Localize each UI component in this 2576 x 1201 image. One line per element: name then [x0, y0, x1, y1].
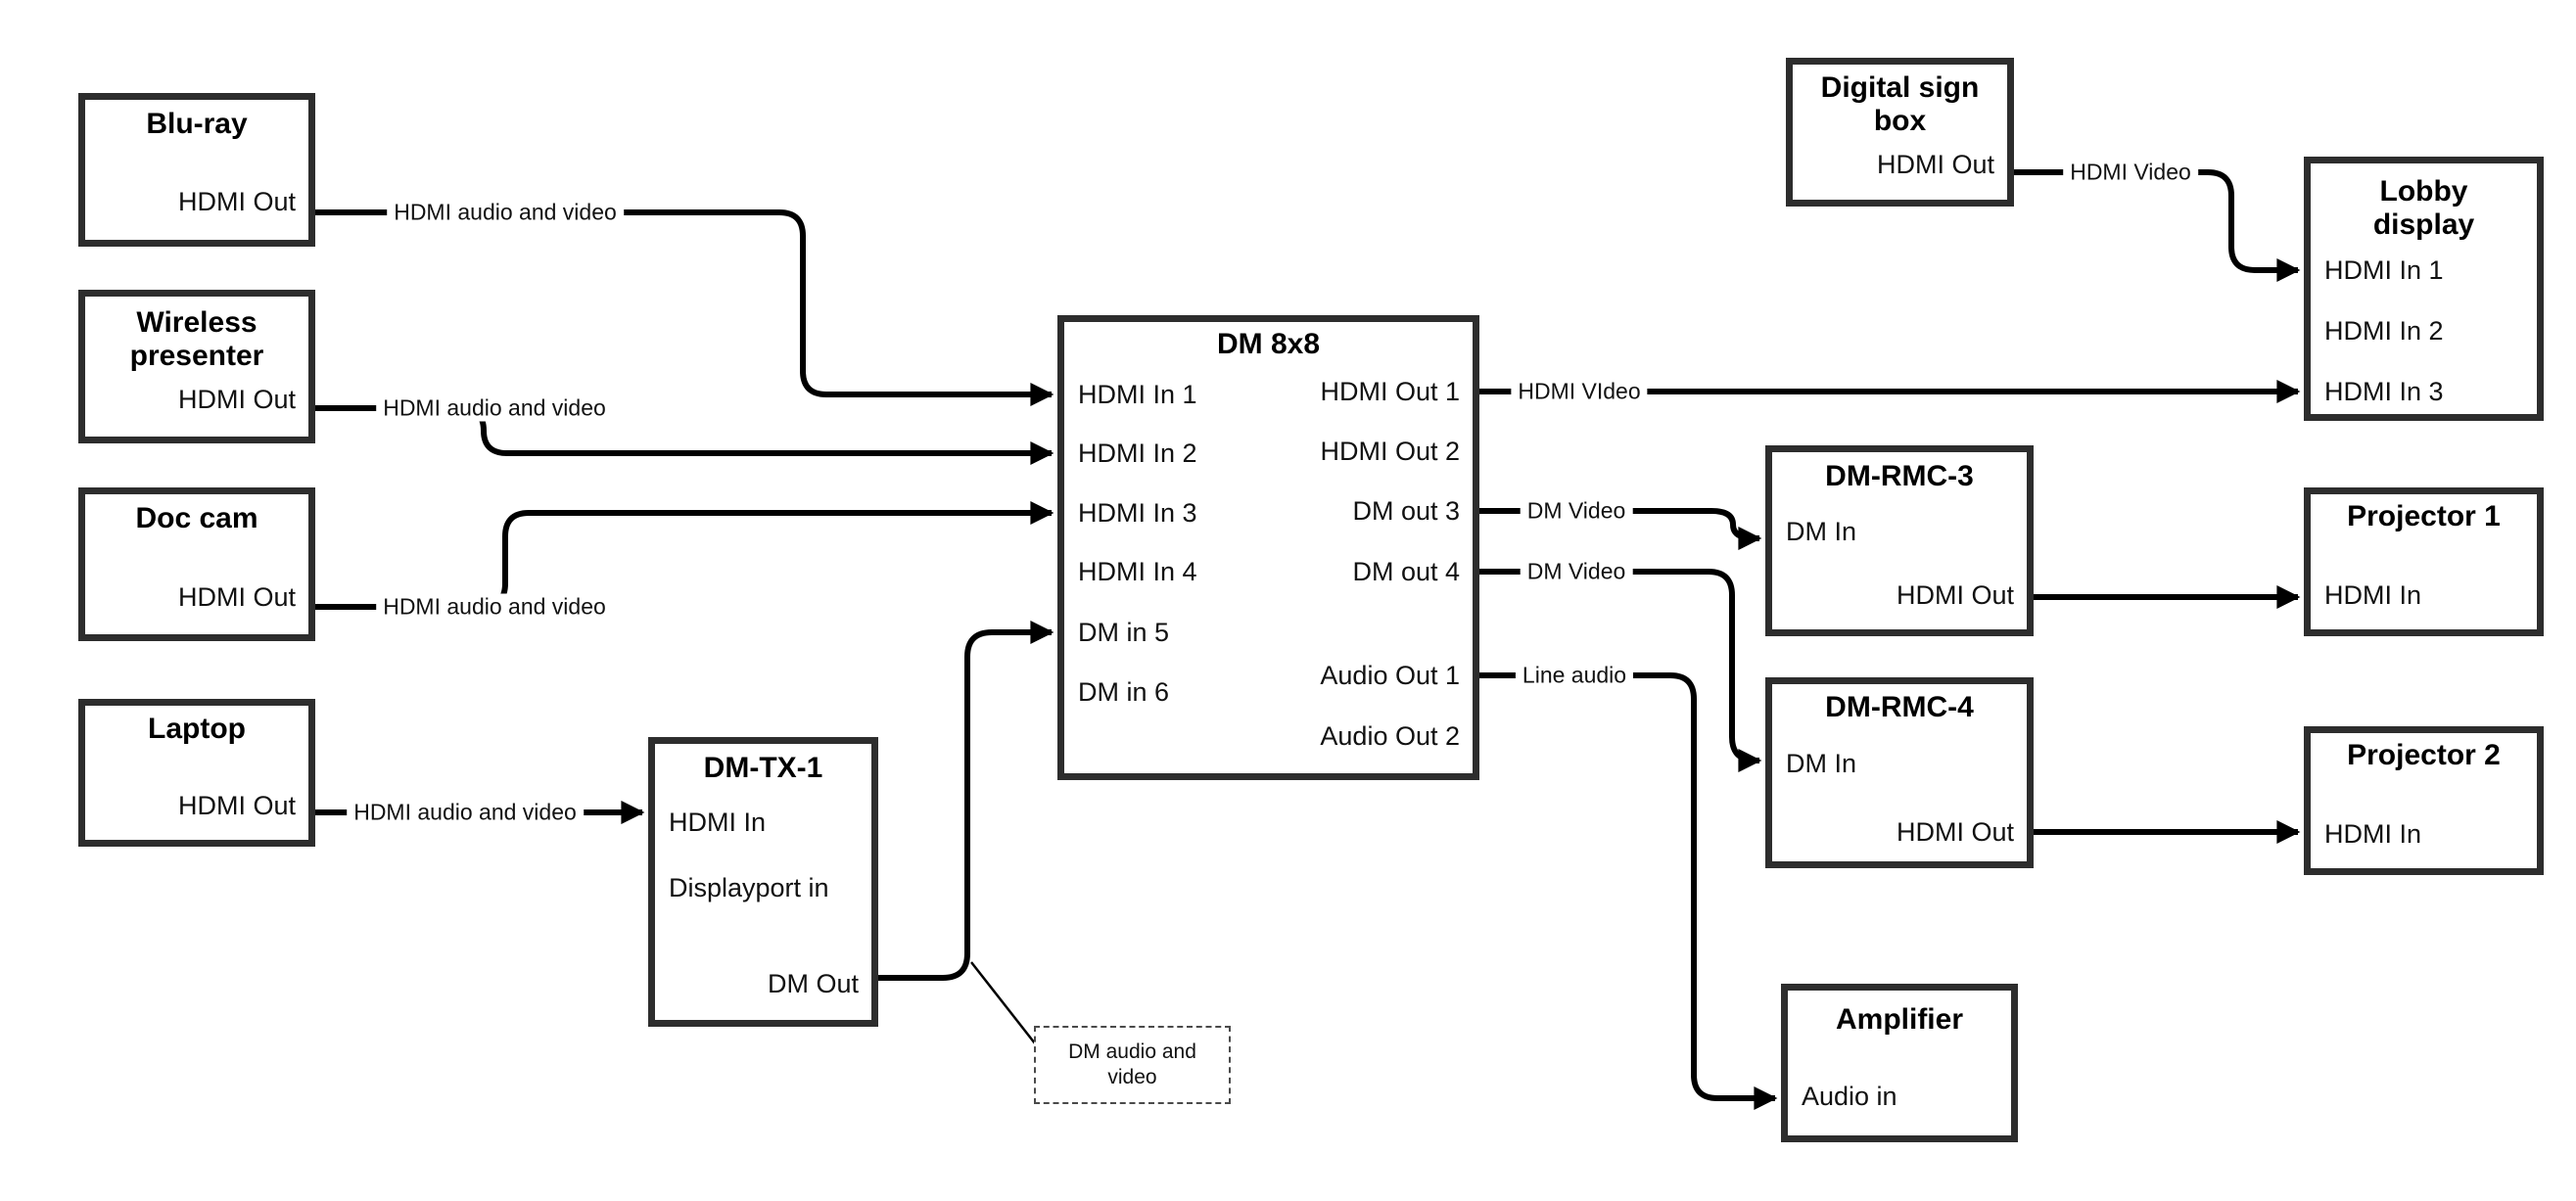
port-lobby-hdmi-in-1: HDMI In 1: [2324, 255, 2444, 285]
port-bluray-hdmi-out: HDMI Out: [177, 187, 296, 216]
port-rmc4-hdmi-out: HDMI Out: [1896, 817, 2014, 847]
port-dmtx1-displayport-in: Displayport in: [669, 873, 829, 902]
wire-label-line-audio: Line audio: [1515, 662, 1634, 689]
port-dm8x8-audio-out-1: Audio Out 1: [1320, 661, 1460, 690]
node-title: Lobby display: [2372, 175, 2475, 241]
node-title: Digital sign box: [1820, 71, 1980, 137]
wire-label-wireless-hdmi-av: HDMI audio and video: [376, 394, 613, 422]
node-title: DM-RMC-4: [1825, 691, 1974, 723]
node-lobby-display: Lobby display HDMI In 1 HDMI In 2 HDMI I…: [2304, 157, 2544, 421]
port-dm8x8-hdmi-in-4: HDMI In 4: [1078, 557, 1197, 586]
port-dm8x8-hdmi-in-3: HDMI In 3: [1078, 498, 1197, 528]
port-laptop-hdmi-out: HDMI Out: [177, 791, 296, 820]
wire-dm8x8-aout1-to-amp: [1479, 672, 1778, 1110]
node-doc-cam: Doc cam HDMI Out: [78, 487, 315, 641]
port-dmtx1-dm-out: DM Out: [767, 969, 859, 998]
port-dm8x8-hdmi-out-2: HDMI Out 2: [1320, 437, 1460, 466]
port-rmc3-dm-in: DM In: [1786, 517, 1857, 546]
wire-label-dm-video-out4: DM Video: [1520, 558, 1633, 585]
port-rmc4-dm-in: DM In: [1786, 749, 1857, 778]
wire-label-laptop-hdmi-av: HDMI audio and video: [347, 799, 584, 826]
node-title: Wireless presenter: [129, 306, 264, 372]
port-signbox-hdmi-out: HDMI Out: [1876, 150, 1994, 179]
wire-label-doccam-hdmi-av: HDMI audio and video: [376, 593, 613, 621]
port-dmtx1-hdmi-in: HDMI In: [669, 808, 767, 837]
port-dm8x8-hdmi-out-1: HDMI Out 1: [1320, 377, 1460, 406]
wire-dmtx1-to-dm8x8-in5: [878, 621, 1054, 981]
port-wireless-hdmi-out: HDMI Out: [177, 385, 296, 414]
wire-bluray-to-dm8x8-in1: [315, 209, 1054, 406]
node-title: DM 8x8: [1216, 328, 1321, 360]
node-title: Blu-ray: [146, 108, 248, 140]
wire-label-hdmi-video-out1: HDMI VIdeo: [1511, 378, 1648, 405]
node-projector-2: Projector 2 HDMI In: [2304, 726, 2544, 875]
callout-text: DM audio and video: [1068, 1040, 1196, 1088]
port-doccam-hdmi-out: HDMI Out: [177, 582, 296, 612]
node-wireless-presenter: Wireless presenter HDMI Out: [78, 290, 315, 443]
port-dm8x8-dm-out-3: DM out 3: [1352, 496, 1460, 526]
node-title: Doc cam: [135, 502, 258, 534]
port-rmc3-hdmi-out: HDMI Out: [1896, 580, 2014, 610]
callout-box: DM audio and video: [1034, 1026, 1231, 1104]
node-dm-8x8: DM 8x8 HDMI In 1 HDMI In 2 HDMI In 3 HDM…: [1057, 315, 1479, 780]
port-dm8x8-hdmi-in-2: HDMI In 2: [1078, 439, 1197, 468]
node-amplifier: Amplifier Audio in: [1781, 984, 2018, 1142]
port-lobby-hdmi-in-3: HDMI In 3: [2324, 377, 2444, 406]
node-title: Amplifier: [1835, 1003, 1964, 1036]
wire-dm8x8-out4-to-rmc4: [1479, 569, 1762, 772]
node-dm-tx-1: DM-TX-1 HDMI In Displayport in DM Out: [648, 737, 878, 1027]
port-dm8x8-hdmi-in-1: HDMI In 1: [1078, 380, 1197, 409]
node-title: DM-RMC-3: [1825, 460, 1974, 492]
port-dm8x8-audio-out-2: Audio Out 2: [1320, 721, 1460, 751]
node-projector-1: Projector 1 HDMI In: [2304, 487, 2544, 636]
callout-leader-line: [970, 961, 1036, 1044]
node-dm-rmc-3: DM-RMC-3 DM In HDMI Out: [1765, 445, 2034, 636]
port-dm8x8-dm-out-4: DM out 4: [1352, 557, 1460, 586]
wire-signbox-to-lobby-in1: [2014, 169, 2301, 282]
port-proj2-hdmi-in: HDMI In: [2324, 819, 2422, 849]
node-title: Projector 1: [2347, 500, 2501, 532]
node-bluray: Blu-ray HDMI Out: [78, 93, 315, 247]
wire-dm8x8-out3-to-rmc3: [1479, 508, 1762, 550]
port-dm8x8-dm-in-5: DM in 5: [1078, 618, 1170, 647]
port-dm8x8-dm-in-6: DM in 6: [1078, 677, 1170, 707]
node-laptop: Laptop HDMI Out: [78, 699, 315, 847]
wire-label-dm-video-out3: DM Video: [1520, 497, 1633, 525]
node-digital-sign-box: Digital sign box HDMI Out: [1786, 58, 2014, 207]
node-dm-rmc-4: DM-RMC-4 DM In HDMI Out: [1765, 677, 2034, 868]
node-title: DM-TX-1: [703, 752, 823, 784]
port-proj1-hdmi-in: HDMI In: [2324, 580, 2422, 610]
wire-label-signbox-hdmi-video: HDMI Video: [2063, 159, 2198, 186]
port-lobby-hdmi-in-2: HDMI In 2: [2324, 316, 2444, 346]
node-title: Projector 2: [2347, 739, 2501, 771]
port-amp-audio-in: Audio in: [1802, 1082, 1897, 1111]
wire-label-bluray-hdmi-av: HDMI audio and video: [387, 199, 624, 226]
node-title: Laptop: [148, 713, 246, 745]
